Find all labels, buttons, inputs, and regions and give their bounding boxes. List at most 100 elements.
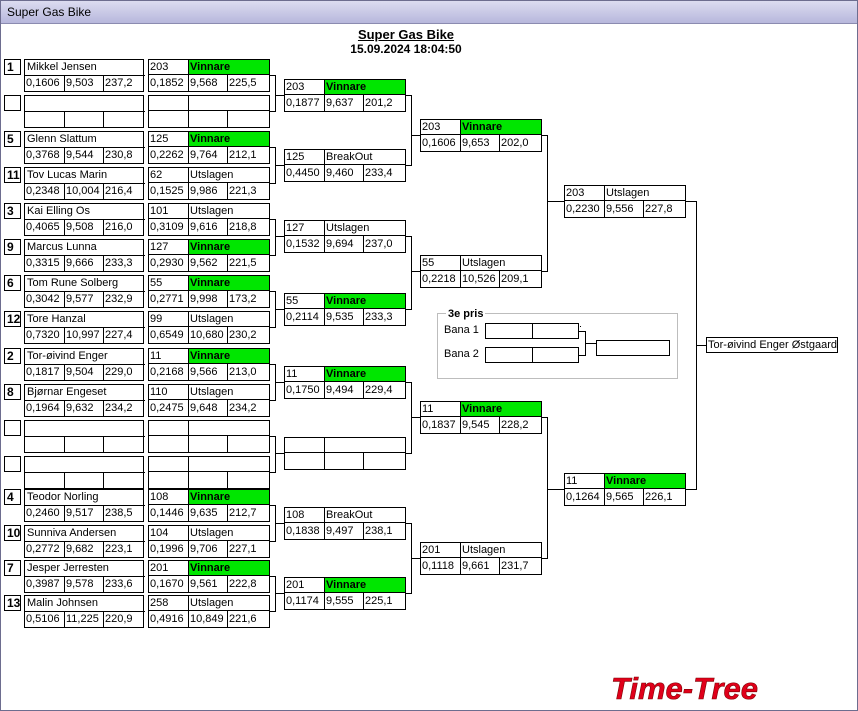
reaction-time (25, 437, 65, 452)
bronze-panel: 3e pris Bana 1 Bana 2 (437, 308, 678, 379)
elapsed-time: 9,578 (65, 577, 104, 592)
rider-name: Kai Elling Os (25, 204, 145, 220)
seed-number: 3 (4, 203, 21, 219)
rider-box[interactable] (24, 456, 145, 489)
bronze-winner-box[interactable] (596, 340, 670, 356)
reaction-time (25, 112, 65, 127)
top-speed: 173,2 (229, 293, 257, 305)
lane-number: 258 (149, 596, 189, 611)
reaction-time: 0,3315 (25, 256, 65, 271)
seed-number: 7 (4, 560, 21, 576)
bracket-line (275, 309, 284, 310)
bracket-line (542, 271, 547, 272)
elapsed-time: 10,997 (65, 328, 104, 343)
bracket-line (686, 489, 696, 490)
result-box[interactable] (148, 420, 270, 453)
top-speed: 233,3 (105, 257, 133, 269)
reaction-time (149, 436, 189, 452)
bracket-line (411, 95, 412, 166)
top-speed: 218,8 (229, 221, 257, 233)
rider-name: Malin Johnsen (25, 596, 145, 612)
lane-number (285, 438, 325, 453)
seed-number: 5 (4, 131, 21, 147)
rider-box[interactable] (24, 420, 145, 453)
bracket-line (275, 219, 276, 256)
result-status: Utslagen (461, 256, 541, 271)
top-speed: 227,1 (229, 543, 257, 555)
bracket-line (270, 400, 275, 401)
result-box[interactable] (148, 456, 270, 489)
event-title: Super Gas Bike (357, 27, 455, 42)
result-box[interactable] (284, 437, 406, 470)
top-speed: 230,8 (105, 149, 133, 161)
reaction-time: 0,1118 (421, 558, 461, 574)
reaction-time: 0,1877 (285, 95, 325, 111)
elapsed-time: 9,998 (189, 291, 228, 307)
top-speed: 225,5 (229, 77, 257, 89)
bracket-line (275, 236, 284, 237)
rider-box[interactable] (24, 95, 145, 128)
seed-number: 12 (4, 311, 21, 327)
bronze-lane1-label: Bana 1 (444, 324, 479, 336)
lane-number: 127 (285, 221, 325, 236)
seed-number: 13 (4, 595, 21, 611)
top-speed: 231,7 (501, 560, 529, 572)
elapsed-time (189, 111, 228, 127)
bracket-line (406, 236, 411, 237)
bracket-line (270, 291, 275, 292)
bracket-line (270, 472, 275, 473)
top-speed: 226,1 (645, 491, 673, 503)
bronze-lane2-box[interactable] (485, 347, 579, 363)
elapsed-time: 10,004 (65, 184, 104, 199)
result-box[interactable] (148, 95, 270, 128)
elapsed-time: 9,497 (325, 523, 364, 539)
bronze-lane1-box[interactable] (485, 323, 579, 339)
top-speed: 233,3 (365, 311, 393, 323)
reaction-time: 0,1838 (285, 523, 325, 539)
bracket-line (411, 382, 412, 454)
champion-box[interactable]: Tor-øivind Enger Østgaard (706, 337, 838, 353)
reaction-time: 0,2230 (565, 201, 605, 217)
bracket-line (275, 576, 276, 612)
elapsed-time (65, 473, 104, 488)
